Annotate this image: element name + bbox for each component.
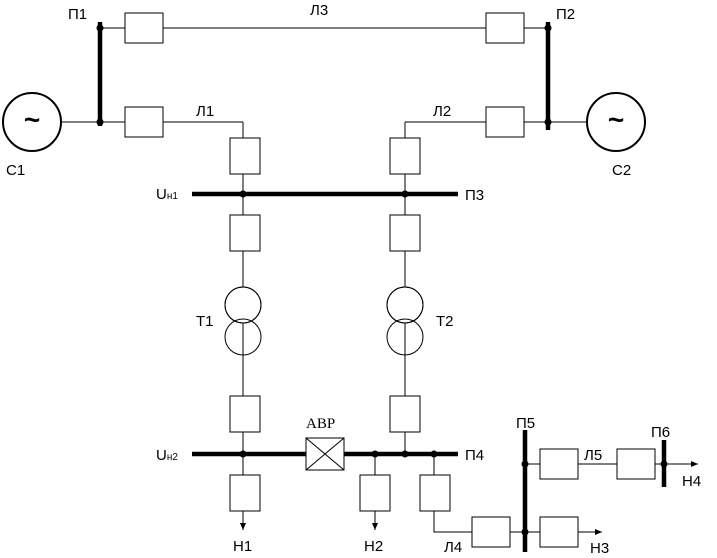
labels: П1 П2 Л3 Л1 Л2 С1 С2 Uн1 П3 Т1 Т2 АВР Uн… <box>6 2 701 557</box>
label-p5: П5 <box>516 415 535 432</box>
label-un1: Uн1 <box>156 186 178 203</box>
t2-winding-lower <box>386 318 424 356</box>
l3-left-breaker <box>124 12 164 44</box>
label-l4: Л4 <box>444 539 462 556</box>
t2-winding-upper-outline <box>386 286 424 324</box>
label-l3: Л3 <box>310 2 328 19</box>
t2-lv-breaker <box>389 395 421 433</box>
bus-p4-group <box>192 437 458 471</box>
label-h1: Н1 <box>233 538 252 555</box>
l2-p3-breaker <box>389 137 421 175</box>
l2-p2-breaker <box>485 106 525 138</box>
top-section: ~ ~ <box>2 12 646 194</box>
source-c2-symbol: ~ <box>608 104 624 135</box>
l4-breaker-p4 <box>419 474 451 512</box>
label-p6: П6 <box>651 424 670 441</box>
p4-node-t2 <box>401 450 409 458</box>
label-l1: Л1 <box>196 103 214 120</box>
label-h4: Н4 <box>682 473 701 490</box>
l1-p3-breaker <box>229 137 261 175</box>
h3-breaker <box>539 516 579 548</box>
label-c2: С2 <box>612 162 631 179</box>
label-abp: АВР <box>306 416 335 432</box>
label-h3: Н3 <box>590 540 609 557</box>
h1-breaker <box>229 474 261 512</box>
p1-node-top <box>96 24 104 32</box>
l4-breaker-p5 <box>471 516 511 548</box>
abp-cross-b <box>305 437 345 471</box>
label-p4: П4 <box>465 447 484 464</box>
label-p2: П2 <box>556 6 575 23</box>
l5-breaker-p6 <box>616 448 656 480</box>
p4-loads <box>229 454 525 548</box>
p5-p6-section <box>521 430 698 552</box>
label-p1: П1 <box>68 6 87 23</box>
label-l2: Л2 <box>433 103 451 120</box>
label-l5: Л5 <box>584 447 602 464</box>
t1-winding-upper-outline <box>224 286 262 324</box>
label-un2: Uн2 <box>156 447 178 464</box>
l5-breaker-p5 <box>539 448 579 480</box>
t1-hv-breaker <box>229 214 261 252</box>
label-t2: Т2 <box>436 313 454 330</box>
label-c1: С1 <box>6 162 25 179</box>
l1-p1-breaker <box>124 106 164 138</box>
transformer-section <box>224 194 424 454</box>
t1-lv-breaker <box>229 395 261 433</box>
h2-breaker <box>359 474 391 512</box>
p2-node-top <box>544 24 552 32</box>
source-c1-symbol: ~ <box>24 104 40 135</box>
t2-hv-breaker <box>389 214 421 252</box>
label-h2: Н2 <box>364 538 383 555</box>
label-t1: Т1 <box>196 313 214 330</box>
label-p3: П3 <box>465 187 484 204</box>
l3-right-breaker <box>485 12 525 44</box>
t1-winding-lower <box>224 318 262 356</box>
bus-p3-group <box>192 190 458 198</box>
